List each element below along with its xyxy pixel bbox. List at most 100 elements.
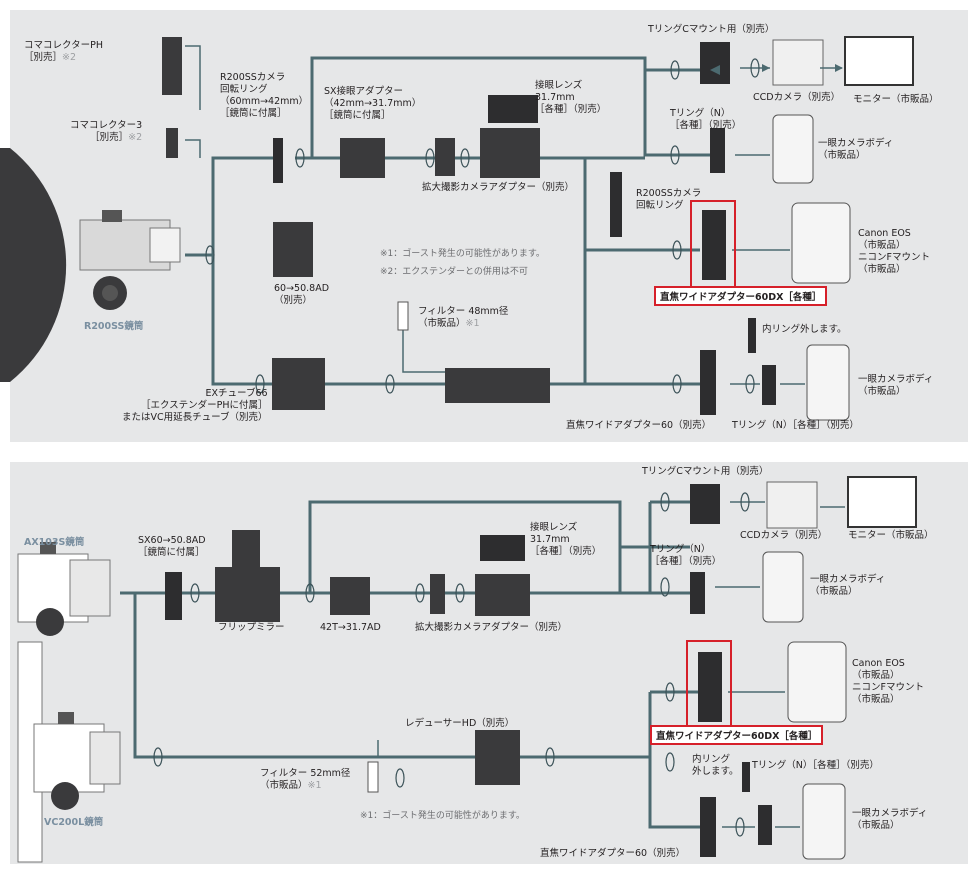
t-ring-n2-part bbox=[762, 365, 776, 405]
label-r200-ring: R200SSカメラ 回転リング （60mm→42mm） ［鏡筒に付属］ bbox=[220, 72, 309, 119]
note-1: ※1：ゴースト発生の可能性があります。 bbox=[360, 811, 525, 821]
filter48-part bbox=[397, 301, 409, 331]
eyepiece-part bbox=[480, 535, 525, 561]
label-canon: Canon EOS （市販品） ニコンFマウント （市販品） bbox=[852, 658, 924, 705]
highlight-wide60dx bbox=[686, 640, 732, 728]
focuser-r200ss bbox=[79, 210, 181, 310]
wide60-part bbox=[700, 350, 716, 415]
flip-mirror-part bbox=[215, 567, 280, 622]
label-wide60: 直焦ワイドアダプター60（別売） bbox=[540, 848, 686, 859]
label-t-ring-n: Tリング（N） ［各種］（別売） bbox=[670, 108, 742, 131]
note-1: ※1：ゴースト発生の可能性があります。 bbox=[380, 249, 545, 259]
label-t-ring-n2: Tリング（N）［各種］（別売） bbox=[732, 420, 859, 431]
rotation-mark bbox=[153, 747, 163, 767]
r200ss-tube bbox=[10, 148, 67, 382]
sx60-part bbox=[165, 572, 182, 620]
label-r200-ring2: R200SSカメラ 回転リング bbox=[636, 188, 702, 211]
diagram-panel-r200ss: コマコレクターPH ［別売］※2 コマコレクター3 ［別売］※2 R200SSカ… bbox=[0, 10, 968, 442]
label-wide60: 直焦ワイドアダプター60（別売） bbox=[566, 420, 712, 431]
t-c-mount-part bbox=[700, 42, 730, 84]
ccd-camera bbox=[772, 39, 824, 86]
t-ring-n-part bbox=[690, 572, 705, 614]
wide60-long-part bbox=[445, 368, 550, 403]
label-wide60dx: 直焦ワイドアダプター60DX［各種］ bbox=[650, 725, 824, 745]
label-koma3: コマコレクター3 ［別売］※2 bbox=[70, 120, 143, 143]
label-ad60: 60→50.8AD （別売） bbox=[274, 283, 330, 306]
label-body-2: 一眼カメラボディ （市販品） bbox=[852, 808, 928, 831]
label-eyepiece: 接眼レンズ 31.7mm ［各種］（別売） bbox=[535, 80, 607, 115]
monitor bbox=[847, 476, 917, 528]
wide60-part bbox=[700, 797, 716, 857]
label-canon: Canon EOS （市販品） ニコンFマウント （市販品） bbox=[858, 228, 930, 275]
wide60dx-part bbox=[702, 210, 726, 280]
label-t-c-mount: TリングCマウント用（別売） bbox=[648, 24, 775, 35]
label-sx-adapter: SX接眼アダプター （42mm→31.7mm） ［鏡筒に付属］ bbox=[324, 86, 422, 121]
magnify-part-b bbox=[475, 574, 530, 616]
canon-camera bbox=[787, 641, 847, 723]
magnify-part-a bbox=[435, 138, 455, 176]
label-t-ring-n: Tリング（N） ［各種］（別売） bbox=[650, 544, 722, 567]
label-t42: 42T→31.7AD bbox=[320, 622, 381, 633]
magnify-part-b bbox=[480, 128, 540, 178]
label-ccd: CCDカメラ（別売） bbox=[740, 530, 828, 541]
reducer-part bbox=[475, 730, 520, 785]
vc200l-scope bbox=[17, 641, 121, 863]
label-inner-ring: 内リング外します。 bbox=[762, 324, 847, 335]
eyepiece-part bbox=[488, 95, 538, 123]
label-eyepiece: 接眼レンズ 31.7mm ［各種］（別売） bbox=[530, 522, 602, 557]
canon-camera bbox=[791, 202, 851, 284]
camera-body-2 bbox=[806, 344, 850, 421]
inner-ring-part bbox=[742, 762, 750, 792]
ax103s-scope bbox=[17, 542, 111, 636]
label-t-c-mount: TリングCマウント用（別売） bbox=[642, 466, 769, 477]
rotation-ring-part bbox=[273, 138, 283, 183]
camera-body-1 bbox=[762, 551, 804, 623]
wide60dx-part bbox=[698, 652, 722, 722]
camera-body-1 bbox=[772, 114, 814, 184]
label-scope-vc200l: VC200L鏡筒 bbox=[44, 817, 104, 828]
label-sx60: SX60→50.8AD ［鏡筒に付属］ bbox=[138, 535, 206, 558]
ex-tube-part bbox=[272, 358, 325, 410]
note-2: ※2：エクステンダーとの併用は不可 bbox=[380, 267, 528, 277]
sx-adapter-part bbox=[340, 138, 385, 178]
connection-diagram-top bbox=[0, 36, 914, 421]
label-inner-ring: 内リング 外します。 bbox=[692, 754, 739, 777]
ad60-part bbox=[273, 222, 313, 277]
label-wide60dx: 直焦ワイドアダプター60DX［各種］ bbox=[654, 286, 828, 306]
koma-ph-part bbox=[162, 37, 182, 95]
label-monitor: モニター（市販品） bbox=[853, 94, 939, 105]
label-monitor: モニター（市販品） bbox=[848, 530, 934, 541]
highlight-wide60dx bbox=[690, 200, 736, 288]
camera-body-2 bbox=[802, 783, 846, 860]
label-magnify-adapter: 拡大撮影カメラアダプター（別売） bbox=[422, 182, 575, 193]
label-scope-r200ss: R200SS鏡筒 bbox=[84, 321, 144, 332]
t42-part bbox=[330, 577, 370, 615]
label-reducer: レデューサーHD（別売） bbox=[405, 718, 515, 729]
label-scope-ax103s: AX103S鏡筒 bbox=[24, 537, 85, 548]
t-ring-n-part bbox=[710, 128, 725, 173]
t-ring-n2-part bbox=[758, 805, 772, 845]
inner-ring-part bbox=[748, 318, 756, 353]
koma3-part bbox=[166, 128, 178, 158]
rotation-mark bbox=[205, 245, 215, 265]
label-magnify-adapter: 拡大撮影カメラアダプター（別売） bbox=[415, 622, 568, 633]
ccd-camera bbox=[766, 481, 818, 529]
arrow bbox=[710, 65, 720, 75]
label-t-ring-n2: Tリング（N）［各種］（別売） bbox=[752, 760, 879, 771]
label-flip: フリップミラー bbox=[218, 622, 285, 633]
label-filter52: フィルター 52mm径 （市販品）※1 bbox=[260, 768, 351, 791]
label-body-1: 一眼カメラボディ （市販品） bbox=[818, 138, 894, 161]
magnify-part-a bbox=[430, 574, 445, 614]
monitor bbox=[844, 36, 914, 86]
label-filter48: フィルター 48mm径 （市販品）※1 bbox=[418, 306, 509, 329]
label-koma-ph: コマコレクターPH ［別売］※2 bbox=[24, 40, 103, 63]
rotation-ring2-part bbox=[610, 172, 622, 237]
label-ccd: CCDカメラ（別売） bbox=[753, 92, 841, 103]
connection-diagram-bottom bbox=[17, 476, 917, 863]
label-body-1: 一眼カメラボディ （市販品） bbox=[810, 574, 886, 597]
diagram-panel-ax103s: AX103S鏡筒 SX60→50.8AD ［鏡筒に付属］ フリップミラー 42T… bbox=[10, 462, 968, 864]
t-c-mount-part bbox=[690, 484, 720, 524]
filter52-part bbox=[367, 761, 379, 793]
label-ex-tube: EXチューブ66 ［エクステンダーPHに付属］ またはVC用延長チューブ（別売） bbox=[122, 388, 268, 423]
label-body-2: 一眼カメラボディ （市販品） bbox=[858, 374, 934, 397]
